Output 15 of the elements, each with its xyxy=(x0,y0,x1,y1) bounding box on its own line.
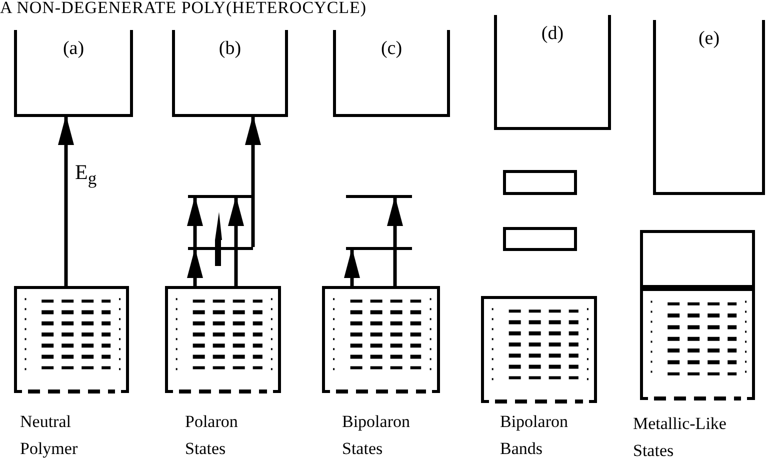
panel-label: (d) xyxy=(540,23,565,45)
node-label: Polaron States xyxy=(185,411,239,460)
node-label: Bipolaron Bands xyxy=(500,411,569,460)
energy-level-bar xyxy=(188,247,253,250)
panel-label: (e) xyxy=(697,28,721,50)
energy-level-bar xyxy=(188,195,253,198)
title: A NON-DEGENERATE POLY(HETEROCYCLE) xyxy=(0,0,367,18)
node-label: Bipolaron States xyxy=(342,411,411,460)
panel-label: (c) xyxy=(380,38,404,60)
panel-label: (a) xyxy=(62,38,86,60)
node-label: Neutral Polymer xyxy=(20,411,79,460)
energy-level-bar xyxy=(346,247,412,250)
node-label: Metallic-Like States xyxy=(633,413,728,462)
energy-level-bar xyxy=(346,195,412,198)
panel-label: (b) xyxy=(218,38,242,60)
